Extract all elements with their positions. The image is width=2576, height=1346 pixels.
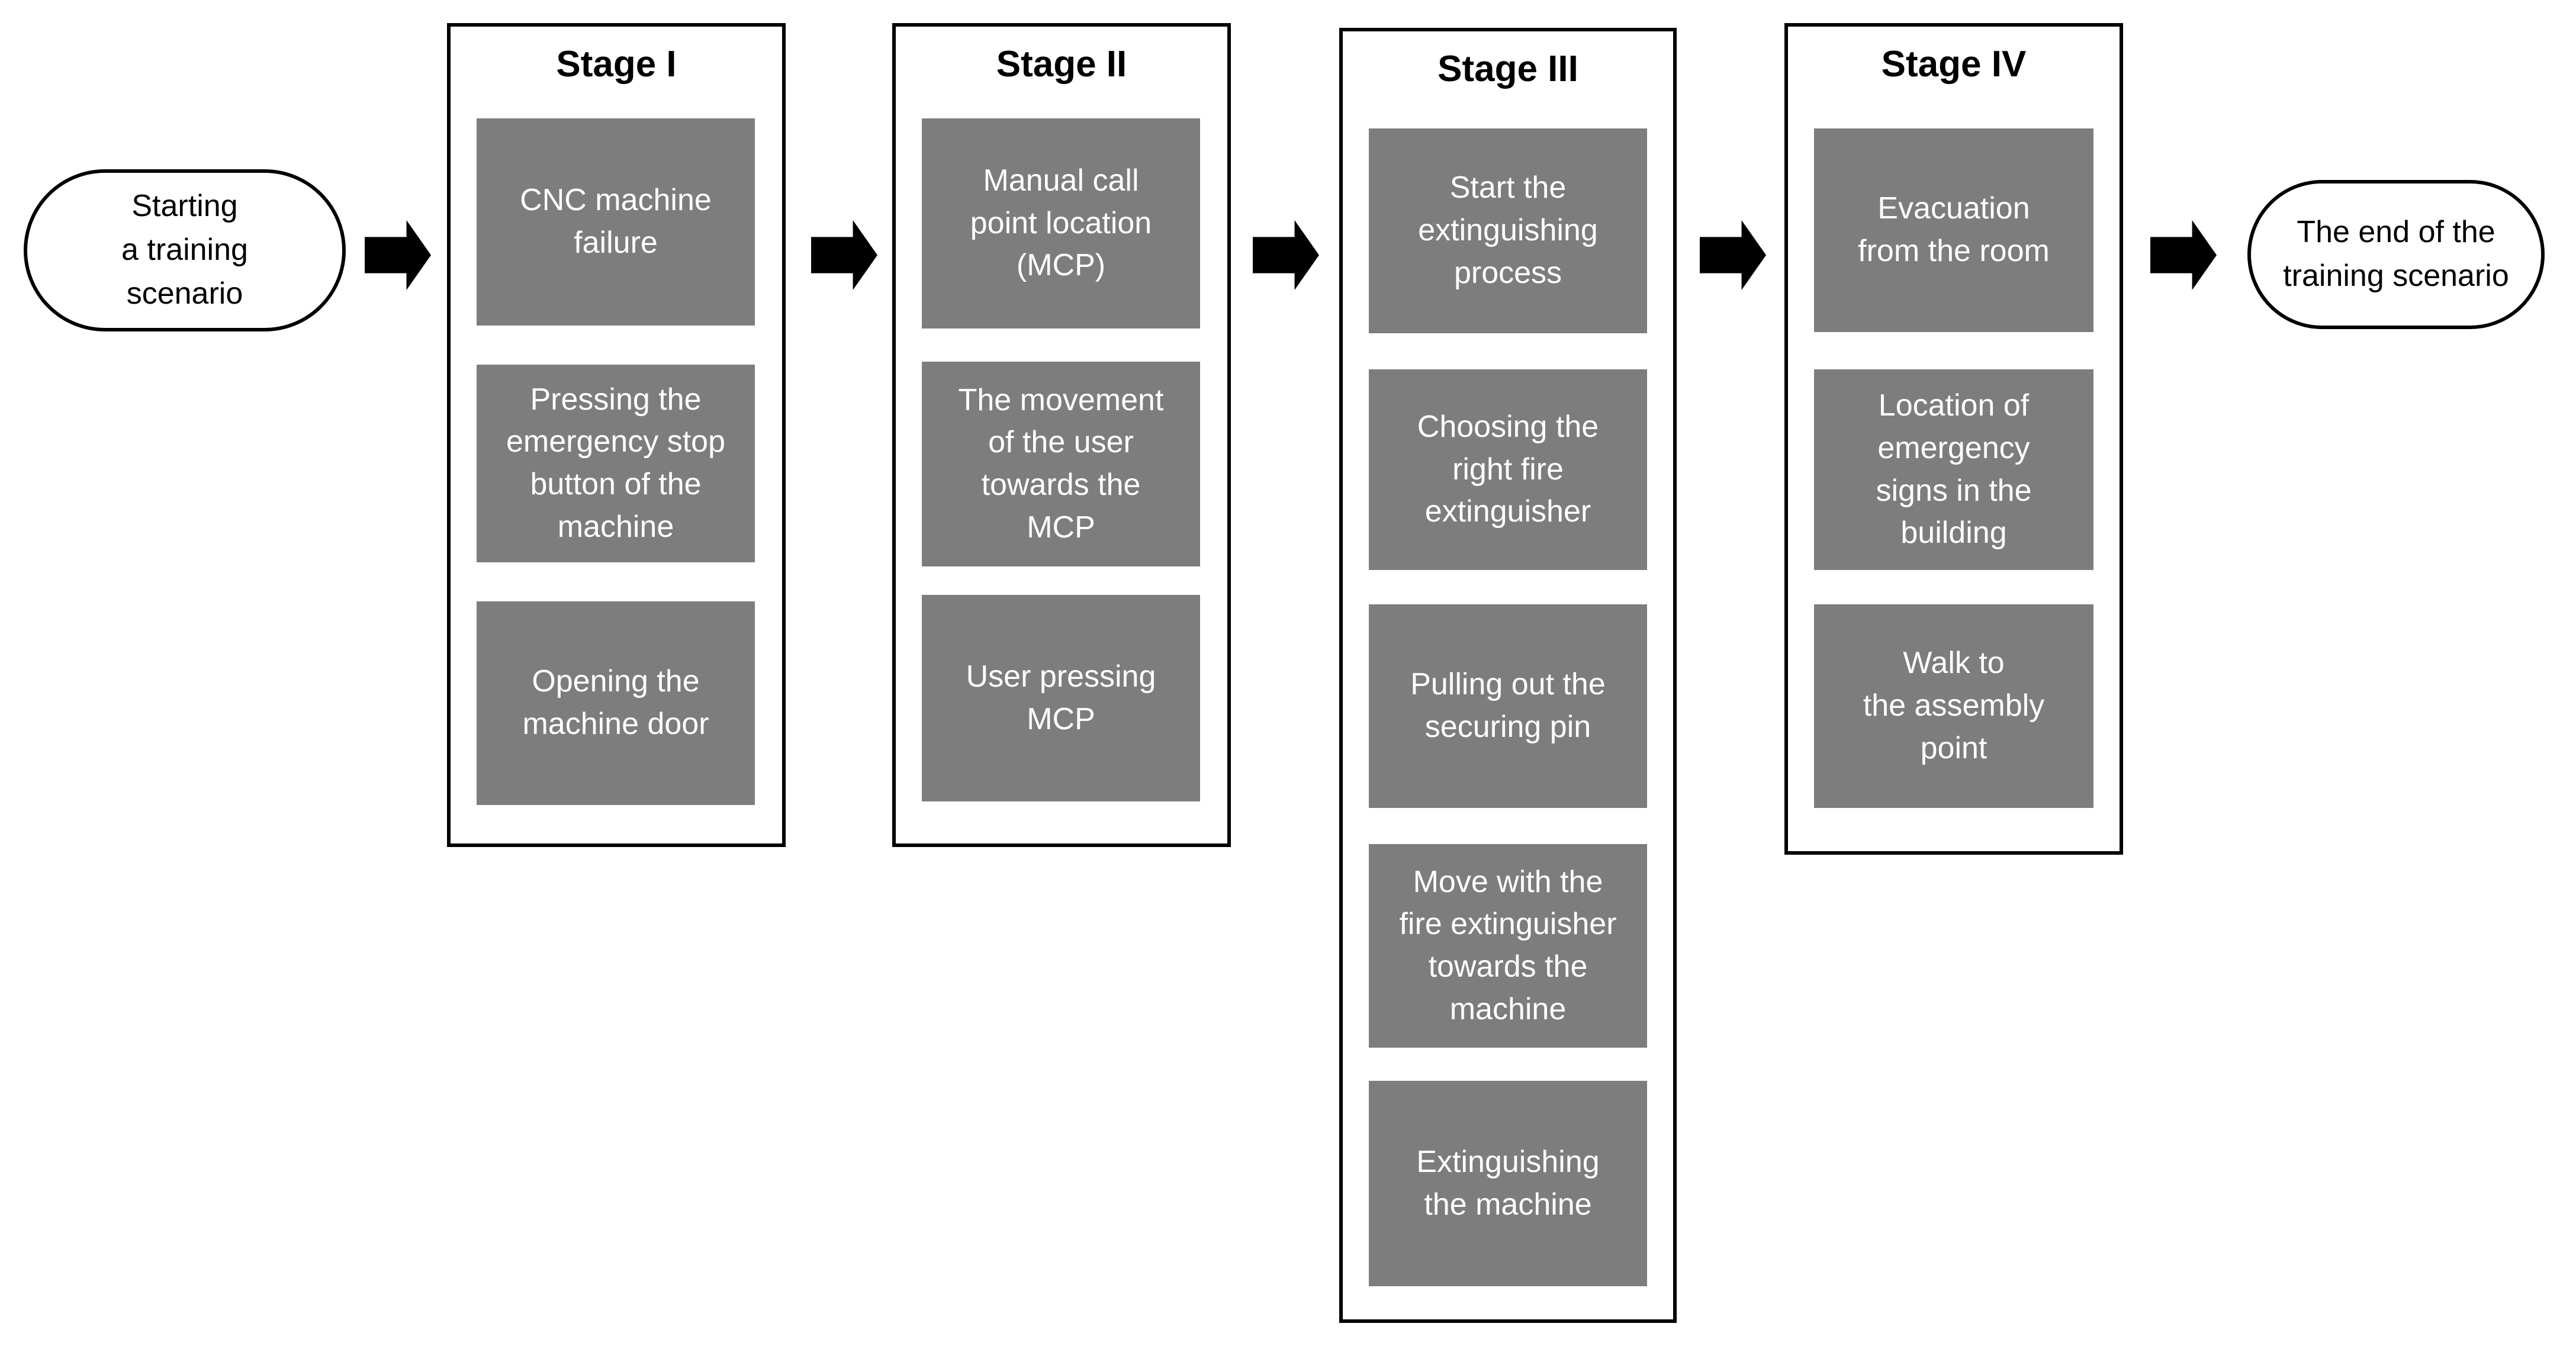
stage-title: Stage IV: [1881, 44, 2027, 85]
step-box: Manual call point location (MCP): [922, 118, 1200, 329]
step-box: Pulling out the securing pin: [1369, 604, 1647, 808]
step-box: Evacuation from the room: [1814, 128, 2093, 332]
stage-column-1: Stage I CNC machine failure Pressing the…: [447, 23, 786, 847]
stage-column-2: Stage II Manual call point location (MCP…: [892, 23, 1231, 847]
step-box: The movement of the user towards the MCP: [922, 362, 1200, 566]
step-box: User pressing MCP: [922, 595, 1200, 801]
stage-column-3: Stage III Start the extinguishing proces…: [1339, 28, 1677, 1323]
start-node: Starting a training scenario: [24, 169, 346, 331]
stage-column-4: Stage IV Evacuation from the room Locati…: [1784, 23, 2123, 855]
flow-arrow-icon: [365, 220, 431, 290]
flow-arrow-icon: [1700, 220, 1766, 290]
step-box: Walk to the assembly point: [1814, 604, 2093, 808]
step-box: Start the extinguishing process: [1369, 128, 1647, 333]
step-box: Pressing the emergency stop button of th…: [477, 365, 755, 562]
stage-title: Stage II: [996, 44, 1127, 85]
stage-title: Stage III: [1437, 49, 1578, 89]
step-box: Move with the fire extinguisher towards …: [1369, 844, 1647, 1048]
step-box: Opening the machine door: [477, 601, 755, 805]
stage-title: Stage I: [556, 44, 677, 85]
flow-arrow-icon: [1253, 220, 1319, 290]
step-box: CNC machine failure: [477, 118, 755, 326]
step-box: Extinguishing the machine: [1369, 1081, 1647, 1286]
end-node: The end of the training scenario: [2247, 180, 2545, 329]
end-node-label: The end of the training scenario: [2283, 215, 2509, 293]
step-box: Choosing the right fire extinguisher: [1369, 369, 1647, 570]
flow-arrow-icon: [811, 220, 877, 290]
flow-arrow-icon: [2150, 220, 2217, 290]
start-node-label: Starting a training scenario: [121, 189, 248, 311]
step-box: Location of emergency signs in the build…: [1814, 369, 2093, 570]
